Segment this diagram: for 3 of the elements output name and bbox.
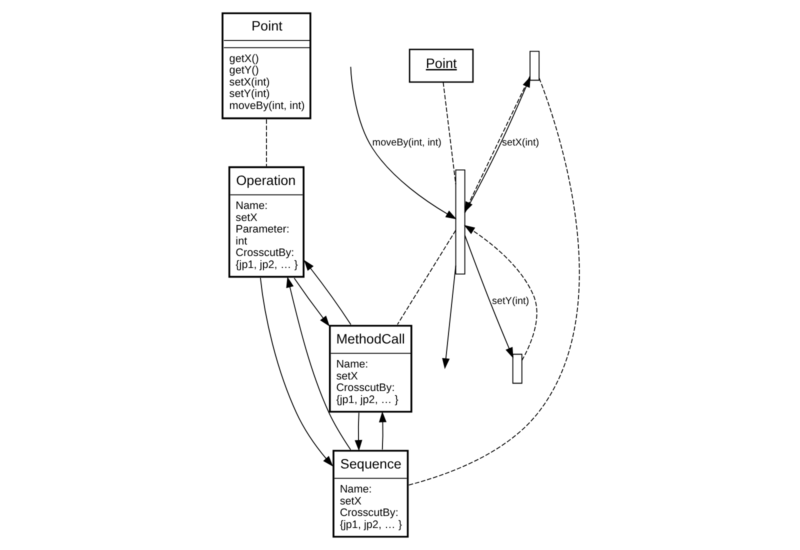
edge-label: moveBy(int, int)	[372, 137, 441, 148]
edge-label: setX(int)	[501, 137, 539, 148]
edge-label: setY(int)	[492, 296, 529, 307]
